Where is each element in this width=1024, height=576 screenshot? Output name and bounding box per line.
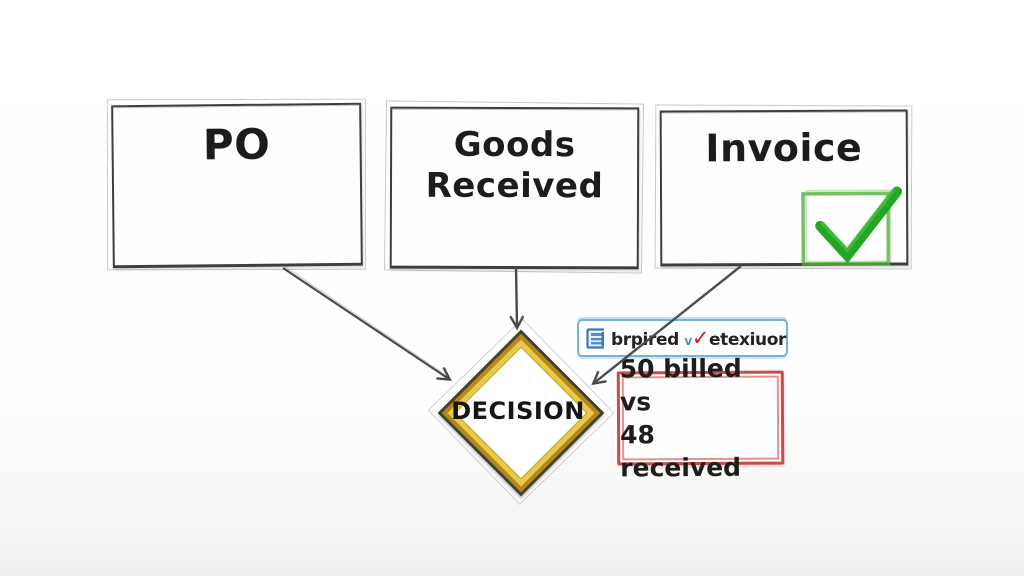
- arrow-po-to-decision: [282, 267, 452, 381]
- verified-tag-text: brpired v✓etexiuor: [611, 326, 786, 350]
- mismatch-note-line1: 50 billed vs: [619, 353, 742, 417]
- invoice-box-label: Invoice: [705, 125, 863, 171]
- arrow-goods-to-decision: [509, 266, 525, 331]
- mismatch-note: 50 billed vs 48 received: [616, 354, 785, 482]
- po-box: PO: [111, 102, 363, 269]
- red-check-icon: ✓: [691, 326, 710, 350]
- small-check-glyph: v: [684, 334, 692, 348]
- decision-label: DECISION: [451, 397, 585, 425]
- po-box-label: PO: [202, 119, 271, 170]
- document-icon: [586, 327, 605, 349]
- verified-tag-text-after: etexiuor: [709, 330, 786, 350]
- goods-received-box-label: Goods Received: [425, 124, 604, 207]
- goods-received-box: Goods Received: [389, 106, 640, 270]
- arrow-po-ghost-stroke: [283, 265, 447, 376]
- verified-tag-text-before: brpired: [611, 330, 679, 350]
- checkmark-icon: [801, 186, 903, 266]
- invoice-box: Invoice: [659, 109, 909, 267]
- mismatch-note-line2: 48 received: [620, 420, 742, 483]
